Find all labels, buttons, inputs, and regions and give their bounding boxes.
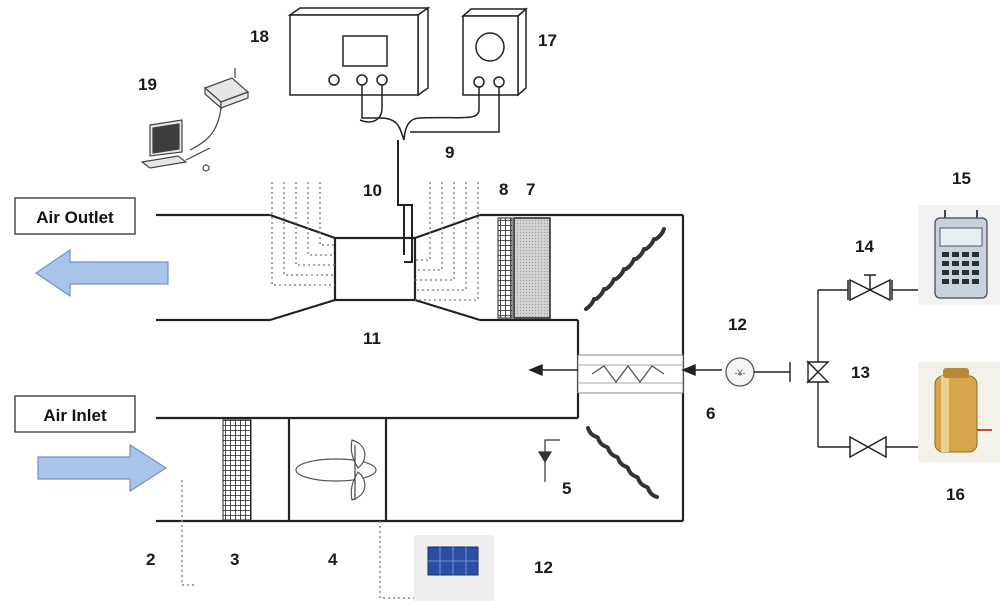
label-6: 6 bbox=[706, 404, 715, 423]
turning-vanes-upper bbox=[586, 229, 664, 309]
label-7: 7 bbox=[526, 180, 535, 199]
label-11: 11 bbox=[363, 329, 381, 348]
cooling-coil-right bbox=[415, 182, 478, 300]
air-inlet-arrow bbox=[38, 445, 166, 491]
label-10: 10 bbox=[363, 181, 382, 200]
data-logger-icon bbox=[290, 8, 428, 140]
label-17: 17 bbox=[538, 31, 557, 50]
valve-icon-14 bbox=[848, 275, 918, 300]
label-13: 13 bbox=[851, 363, 870, 382]
controller-icon bbox=[414, 535, 494, 601]
label-3: 3 bbox=[230, 550, 239, 569]
label-8: 8 bbox=[499, 180, 508, 199]
gas-analyzer-icon bbox=[918, 205, 1000, 305]
gas-cylinder-icon bbox=[918, 362, 1000, 462]
fan-blade-icon bbox=[296, 440, 376, 500]
sensor-2-cable bbox=[182, 480, 195, 585]
label-12-top: 12 bbox=[728, 315, 747, 334]
pitot-probe bbox=[398, 140, 412, 262]
filter-7 bbox=[514, 218, 550, 318]
air-inlet-label: Air Inlet bbox=[43, 406, 107, 425]
heater-coil-icon bbox=[578, 355, 683, 393]
controller-cable bbox=[380, 521, 414, 598]
label-15: 15 bbox=[952, 169, 971, 188]
label-18: 18 bbox=[250, 27, 269, 46]
sensor-5 bbox=[539, 440, 560, 482]
valve-icon-16 bbox=[850, 437, 918, 457]
label-4: 4 bbox=[328, 550, 338, 569]
svg-text:-¥-: -¥- bbox=[735, 368, 746, 378]
label-2: 2 bbox=[146, 550, 155, 569]
label-19: 19 bbox=[138, 75, 157, 94]
label-5: 5 bbox=[562, 479, 571, 498]
label-14: 14 bbox=[855, 237, 874, 256]
router-icon bbox=[190, 68, 248, 171]
turning-vanes-lower bbox=[588, 428, 657, 497]
label-12-bottom: 12 bbox=[534, 558, 553, 577]
label-9: 9 bbox=[445, 143, 454, 162]
mesh-screen-8 bbox=[498, 218, 512, 318]
label-16: 16 bbox=[946, 485, 965, 504]
air-outlet-label: Air Outlet bbox=[36, 208, 114, 227]
mesh-screen-3 bbox=[223, 420, 251, 520]
three-way-valve-icon bbox=[790, 290, 850, 447]
air-outlet-arrow bbox=[36, 250, 168, 296]
flow-meter-icon: -¥- bbox=[726, 358, 790, 386]
